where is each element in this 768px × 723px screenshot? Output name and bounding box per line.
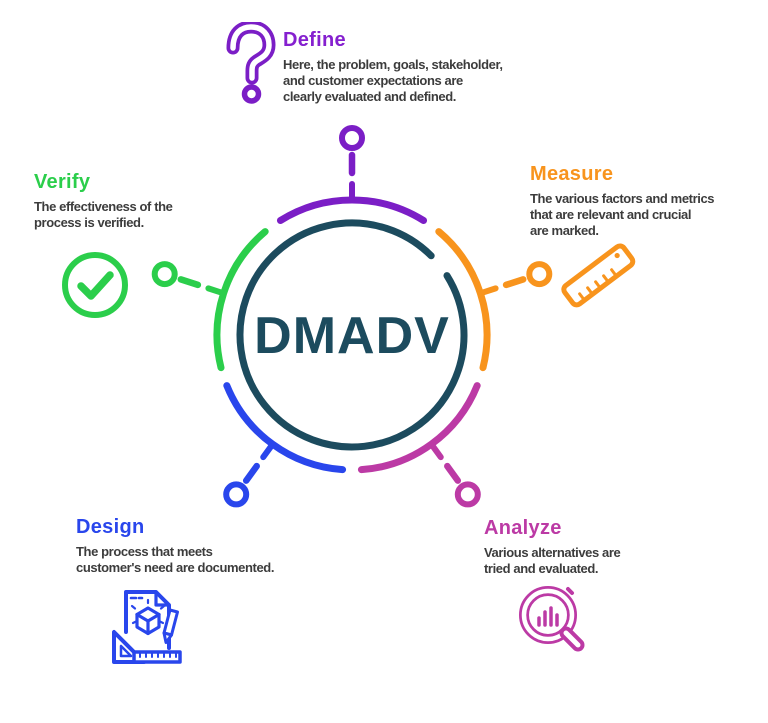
analyze-description: Various alternatives are tried and evalu… <box>484 545 621 576</box>
define-section: Define Here, the problem, goals, stakeho… <box>283 29 503 105</box>
design-section: Design The process that meets customer's… <box>76 516 274 576</box>
measure-section: Measure The various factors and metrics … <box>530 163 715 239</box>
verify-description: The effectiveness of the process is veri… <box>34 199 173 230</box>
verify-connector <box>177 276 202 289</box>
define-arc <box>276 196 428 225</box>
design-title: Design <box>76 516 145 538</box>
measure-node <box>526 261 553 288</box>
ruler-icon <box>561 243 636 308</box>
analyze-section: Analyze Various alternatives are tried a… <box>484 517 621 577</box>
analyze-connector <box>444 462 462 484</box>
define-description: Here, the problem, goals, stakeholder, a… <box>283 57 503 104</box>
verify-section: Verify The effectiveness of the process … <box>34 171 173 231</box>
measure-tick <box>477 285 499 297</box>
design-document-icon <box>112 590 182 664</box>
design-connector <box>242 462 260 484</box>
define-node <box>339 125 365 151</box>
dmadv-center-title: DMADV <box>254 306 450 365</box>
measure-connector <box>502 276 527 289</box>
measure-description: The various factors and metrics that are… <box>530 191 715 238</box>
verify-node <box>151 261 178 288</box>
magnifier-chart-icon <box>519 586 585 652</box>
verify-title: Verify <box>34 171 91 193</box>
analyze-tick <box>428 441 444 461</box>
design-tick <box>260 441 276 461</box>
analyze-node <box>454 481 481 508</box>
question-mark-icon <box>226 22 276 104</box>
measure-title: Measure <box>530 163 614 185</box>
design-node <box>223 481 250 508</box>
design-description: The process that meets customer's need a… <box>76 544 275 575</box>
inner-circle <box>236 219 468 451</box>
verify-tick <box>205 285 227 297</box>
analyze-title: Analyze <box>484 517 562 539</box>
define-title: Define <box>283 29 346 51</box>
check-circle-icon <box>62 252 128 318</box>
